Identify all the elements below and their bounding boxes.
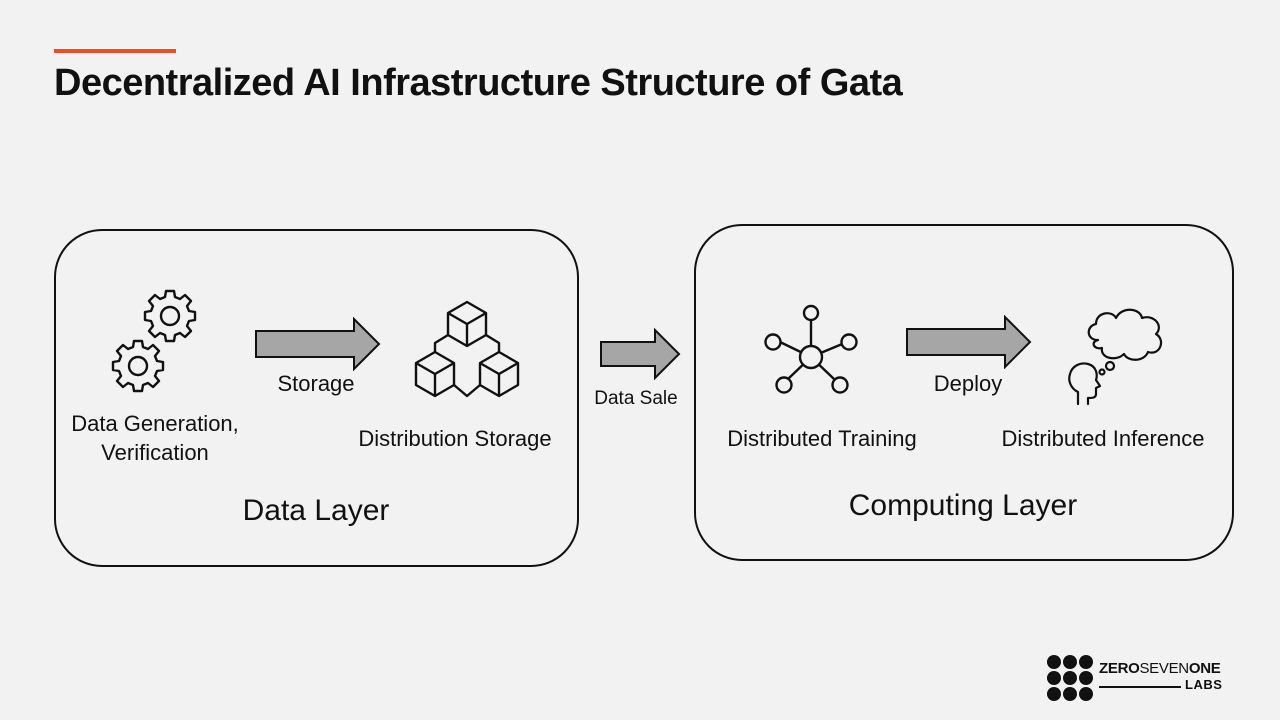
data-generation-label-line1: Data Generation, <box>71 411 239 436</box>
storage-arrow <box>255 317 381 371</box>
data-layer-label: Data Layer <box>242 494 390 527</box>
zero-seven-one-logo-mark <box>1047 655 1093 701</box>
logo-wordmark: ZEROSEVENONE <box>1099 660 1221 677</box>
data-generation-label-line2: Verification <box>101 440 209 465</box>
logo-rule <box>1099 686 1181 688</box>
deploy-arrow <box>906 315 1032 369</box>
storage-arrow-label: Storage <box>277 371 355 396</box>
distribution-storage-label: Distribution Storage <box>358 426 552 451</box>
data-layer-box <box>54 229 579 567</box>
data-sale-label: Data Sale <box>594 388 678 409</box>
computing-layer-box <box>694 224 1234 561</box>
page-title: Decentralized AI Infrastructure Structur… <box>54 62 903 104</box>
thinking-head-icon <box>1068 308 1163 406</box>
data-sale-arrow <box>600 327 681 381</box>
data-generation-label: Data Generation, Verification <box>71 409 239 467</box>
network-hub-icon <box>764 304 858 394</box>
cubes-icon <box>414 300 520 398</box>
title-accent-bar <box>54 49 176 53</box>
computing-layer-label: Computing Layer <box>848 489 1078 522</box>
deploy-arrow-label: Deploy <box>933 371 1003 396</box>
distributed-training-label: Distributed Training <box>727 426 917 451</box>
logo-wordmark-part1: ZERO <box>1099 660 1140 677</box>
distributed-inference-label: Distributed Inference <box>1001 426 1205 451</box>
logo-wordmark-part3: ONE <box>1188 660 1221 677</box>
gears-icon <box>111 289 197 393</box>
logo-labs-text: LABS <box>1185 677 1223 692</box>
logo-wordmark-part2: SEVEN <box>1139 660 1189 677</box>
